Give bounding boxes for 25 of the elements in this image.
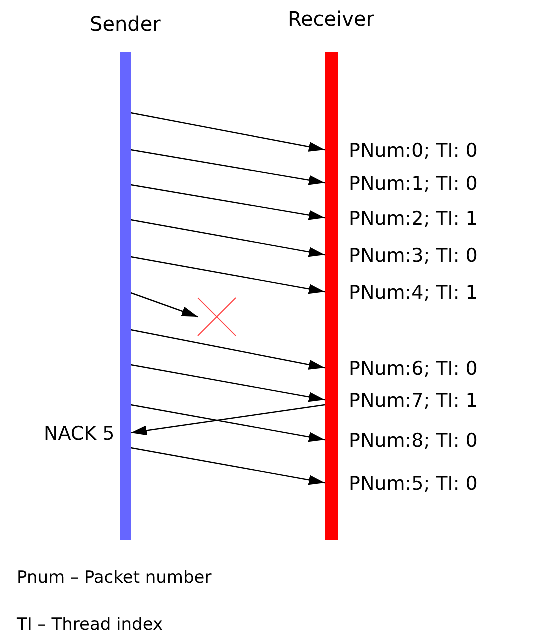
lifeline-label: Sender — [90, 12, 161, 36]
arrow — [130, 404, 326, 436]
legend-note: TI – Thread index — [17, 615, 164, 635]
edge-label: PNum:3; TI: 0 — [349, 245, 478, 267]
arrow — [130, 364, 326, 402]
edge-label: PNum:6; TI: 0 — [349, 358, 478, 380]
edge-label: PNum:8; TI: 0 — [349, 430, 478, 452]
edge-label: PNum:7; TI: 1 — [349, 390, 478, 412]
arrow — [130, 447, 326, 486]
arrow — [130, 292, 198, 318]
arrow — [130, 329, 326, 370]
edge-label: PNum:0; TI: 0 — [349, 140, 478, 162]
edge-label: PNum:2; TI: 1 — [349, 208, 478, 230]
arrow — [130, 149, 326, 186]
lifeline-label: Receiver — [288, 7, 375, 31]
lost-packet-cross-icon — [198, 298, 236, 336]
arrow — [130, 256, 326, 294]
edge-label: PNum:4; TI: 1 — [349, 282, 478, 304]
legend-note: Pnum – Packet number — [17, 568, 212, 588]
arrow — [130, 219, 326, 258]
edge-label: PNum:5; TI: 0 — [349, 473, 478, 495]
arrow — [130, 404, 326, 442]
arrow — [130, 184, 326, 220]
arrow — [130, 112, 326, 152]
edge-label: PNum:1; TI: 0 — [349, 173, 478, 195]
